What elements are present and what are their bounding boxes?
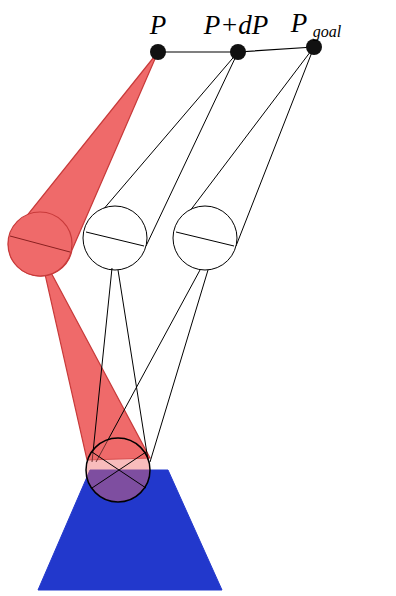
point-label: P (150, 12, 167, 39)
point-label: P (291, 10, 308, 37)
elbow-mark (10, 236, 70, 252)
current-elbow-joint (8, 212, 72, 276)
subscript-label: goal (313, 24, 341, 40)
point-dot (230, 44, 246, 60)
base-joint (86, 438, 150, 502)
joint-mark (92, 452, 146, 488)
joint-mark (92, 452, 146, 488)
point-dot (306, 39, 322, 55)
intermediate-arm (83, 52, 238, 462)
current-upper-link (8, 52, 158, 276)
point-dot (150, 44, 166, 60)
goal-arm (96, 47, 314, 462)
point-label: P+dP (204, 12, 269, 39)
